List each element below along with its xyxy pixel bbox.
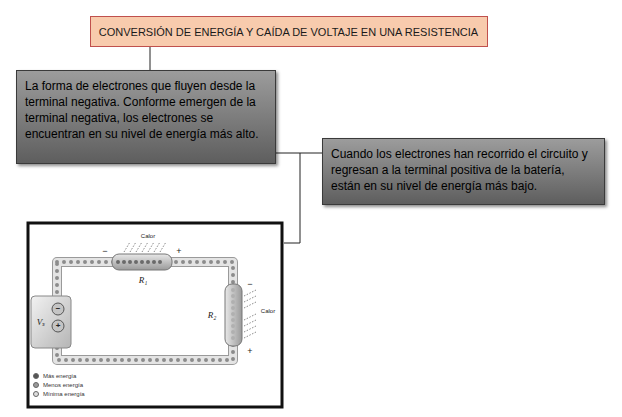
part-label: + [176, 247, 181, 256]
wire-tube [57, 262, 233, 360]
wire-electrons [57, 262, 233, 360]
callout-text: La forma de electrones que fluyen desde … [25, 78, 267, 142]
part-label: Vₛ [37, 318, 46, 327]
battery-symbol [31, 296, 71, 348]
leader-line [284, 153, 300, 243]
callout-box: La forma de electrones que fluyen desde … [16, 70, 276, 164]
part-label: R₁ [139, 276, 148, 285]
legend-text: Más energía [43, 373, 76, 379]
part-label: + [247, 347, 252, 356]
resistor-symbol [112, 254, 172, 270]
battery-terminal [52, 320, 64, 332]
part-label: + [56, 322, 61, 330]
resistor-electrons [231, 290, 235, 340]
legend-text: Menos energía [43, 382, 83, 388]
part-label: − [247, 280, 252, 289]
part-label: R₂ [208, 311, 217, 320]
title-text: CONVERSIÓN DE ENERGÍA Y CAÍDA DE VOLTAJE… [99, 26, 478, 38]
picture-frame [28, 223, 282, 407]
resistor-electrons [118, 260, 166, 264]
resistor-symbol [225, 284, 242, 346]
connector-line [276, 153, 322, 154]
legend-text: Mínima energía [43, 391, 85, 397]
title-box: CONVERSIÓN DE ENERGÍA Y CAÍDA DE VOLTAJE… [90, 16, 488, 47]
part-label: Calor [141, 233, 155, 239]
callout-box: Cuando los electrones han recorrido el c… [322, 138, 605, 205]
part-label: − [102, 247, 107, 256]
part-label: − [56, 305, 61, 313]
legend-swatch [33, 382, 39, 388]
part-label: Calor [261, 308, 275, 314]
legend-swatch [33, 373, 39, 379]
heat-lines [124, 242, 166, 252]
legend-swatch [33, 391, 39, 397]
connector-line [150, 47, 151, 70]
battery-terminal [52, 303, 64, 315]
wire-outline [57, 262, 233, 360]
callout-text: Cuando los electrones han recorrido el c… [331, 146, 596, 194]
heat-lines [244, 290, 256, 338]
